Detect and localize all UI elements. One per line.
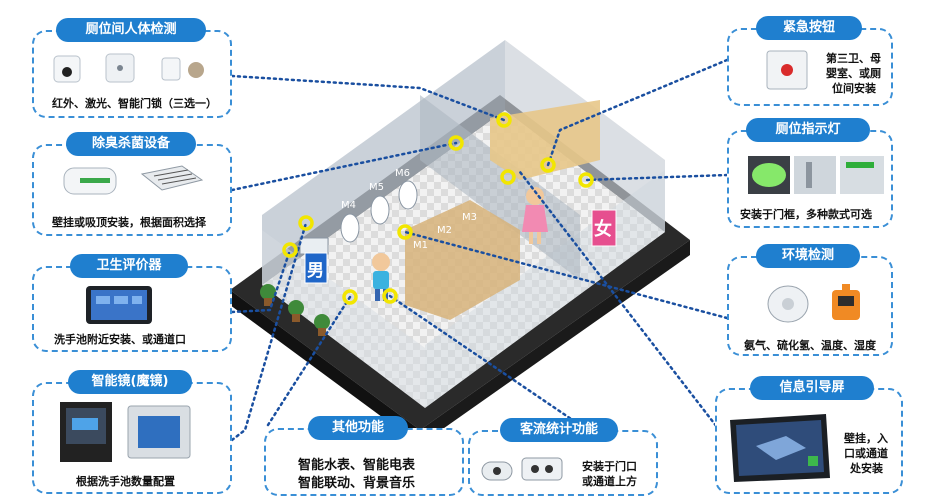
card-flow-line1: 安装于门口 — [582, 460, 637, 473]
line-rating — [230, 248, 292, 314]
guide-screen-icon — [730, 414, 830, 482]
line-body-detect — [230, 74, 506, 122]
urinal-m4 — [340, 213, 360, 243]
male-stall-block — [405, 200, 520, 320]
deodorizer-icon — [63, 165, 204, 195]
line-emergency — [546, 58, 729, 167]
card-mirror-title: 智能镜(魔镜) — [68, 370, 192, 394]
card-emergency-line3: 位间安装 — [832, 82, 876, 95]
card-mirror-caption: 根据洗手池数量配置 — [76, 475, 175, 488]
card-screen-line2: 口或通道 — [844, 447, 888, 460]
line-deodor — [230, 141, 458, 192]
line-env — [403, 230, 729, 320]
card-indicator-caption: 安装于门框，多种款式可选 — [740, 208, 872, 221]
urinal-label-m4: M4 — [341, 200, 356, 211]
marker — [540, 157, 556, 173]
card-screen-line3: 处安装 — [850, 462, 883, 475]
indicator-light-icon — [748, 156, 884, 194]
marker — [397, 224, 413, 240]
floor-base-side — [230, 290, 420, 445]
female-stall-block — [490, 100, 600, 180]
tablet-icon — [86, 286, 152, 324]
back-wall-left — [262, 40, 505, 285]
mirror-icon — [60, 402, 191, 462]
sensor-markers — [282, 112, 594, 305]
urinals — [340, 180, 418, 243]
urinal-label-m6: M6 — [395, 168, 410, 179]
gas-sensor-icon — [767, 284, 860, 323]
card-body-detect-title: 厕位间人体检测 — [56, 18, 206, 42]
card-emergency-title: 紧急按钮 — [756, 16, 862, 40]
female-sign: 女 — [594, 219, 612, 240]
card-screen-title: 信息引导屏 — [750, 376, 874, 400]
card-deodor-title: 除臭杀菌设备 — [66, 132, 196, 156]
marker — [382, 288, 398, 304]
marker — [448, 135, 464, 151]
camera-icon — [481, 457, 563, 481]
card-other-line1: 智能水表、智能电表 — [298, 458, 416, 473]
sensor-icon — [53, 53, 204, 83]
card-emergency-line1: 第三卫、母 — [826, 52, 881, 65]
emergency-button-icon — [766, 50, 808, 90]
line-other — [266, 295, 352, 427]
marker — [342, 289, 358, 305]
male-sign-box — [304, 252, 328, 284]
card-env-caption: 氨气、硫化氢、温度、湿度 — [744, 339, 876, 352]
card-deodor-caption: 壁挂或吸顶安装，根据面积选择 — [52, 216, 206, 229]
boy-figure — [372, 253, 390, 301]
stall-label-m3: M3 — [462, 212, 477, 223]
card-deodor — [32, 144, 232, 236]
urinal-label-m5: M5 — [369, 182, 384, 193]
female-sign-box — [591, 209, 617, 247]
card-other-title: 其他功能 — [308, 416, 408, 440]
card-env-title: 环境检测 — [756, 244, 860, 268]
marker — [282, 242, 298, 258]
plants — [260, 284, 330, 336]
card-rating-caption: 洗手池附近安装、或通道口 — [54, 333, 186, 346]
stall-label-m1: M1 — [413, 240, 428, 251]
marker — [500, 169, 516, 185]
line-mirror — [230, 221, 308, 442]
card-emergency-line2: 婴室、或厕 — [826, 67, 881, 80]
urinal-m6 — [398, 180, 418, 210]
marker — [496, 112, 512, 128]
card-flow-line2: 或通道上方 — [582, 475, 637, 488]
line-screen — [518, 170, 729, 442]
urinal-m5 — [370, 195, 390, 225]
card-body-detect-caption: 红外、激光、智能门锁（三选一） — [52, 97, 217, 110]
marker — [298, 215, 314, 231]
card-other-line2: 智能联动、背景音乐 — [298, 476, 416, 491]
line-indicator — [584, 173, 729, 182]
front-wall-left — [262, 230, 425, 408]
stall-label-m2: M2 — [437, 225, 452, 236]
card-flow-title: 客流统计功能 — [500, 418, 618, 442]
card-rating-title: 卫生评价器 — [70, 254, 188, 278]
card-screen-line1: 壁挂，入 — [844, 432, 888, 445]
marker — [578, 172, 594, 188]
line-flow — [388, 294, 582, 427]
male-sign: 男 — [307, 261, 324, 281]
card-indicator-title: 厕位指示灯 — [746, 118, 870, 142]
girl-figure — [522, 187, 548, 244]
